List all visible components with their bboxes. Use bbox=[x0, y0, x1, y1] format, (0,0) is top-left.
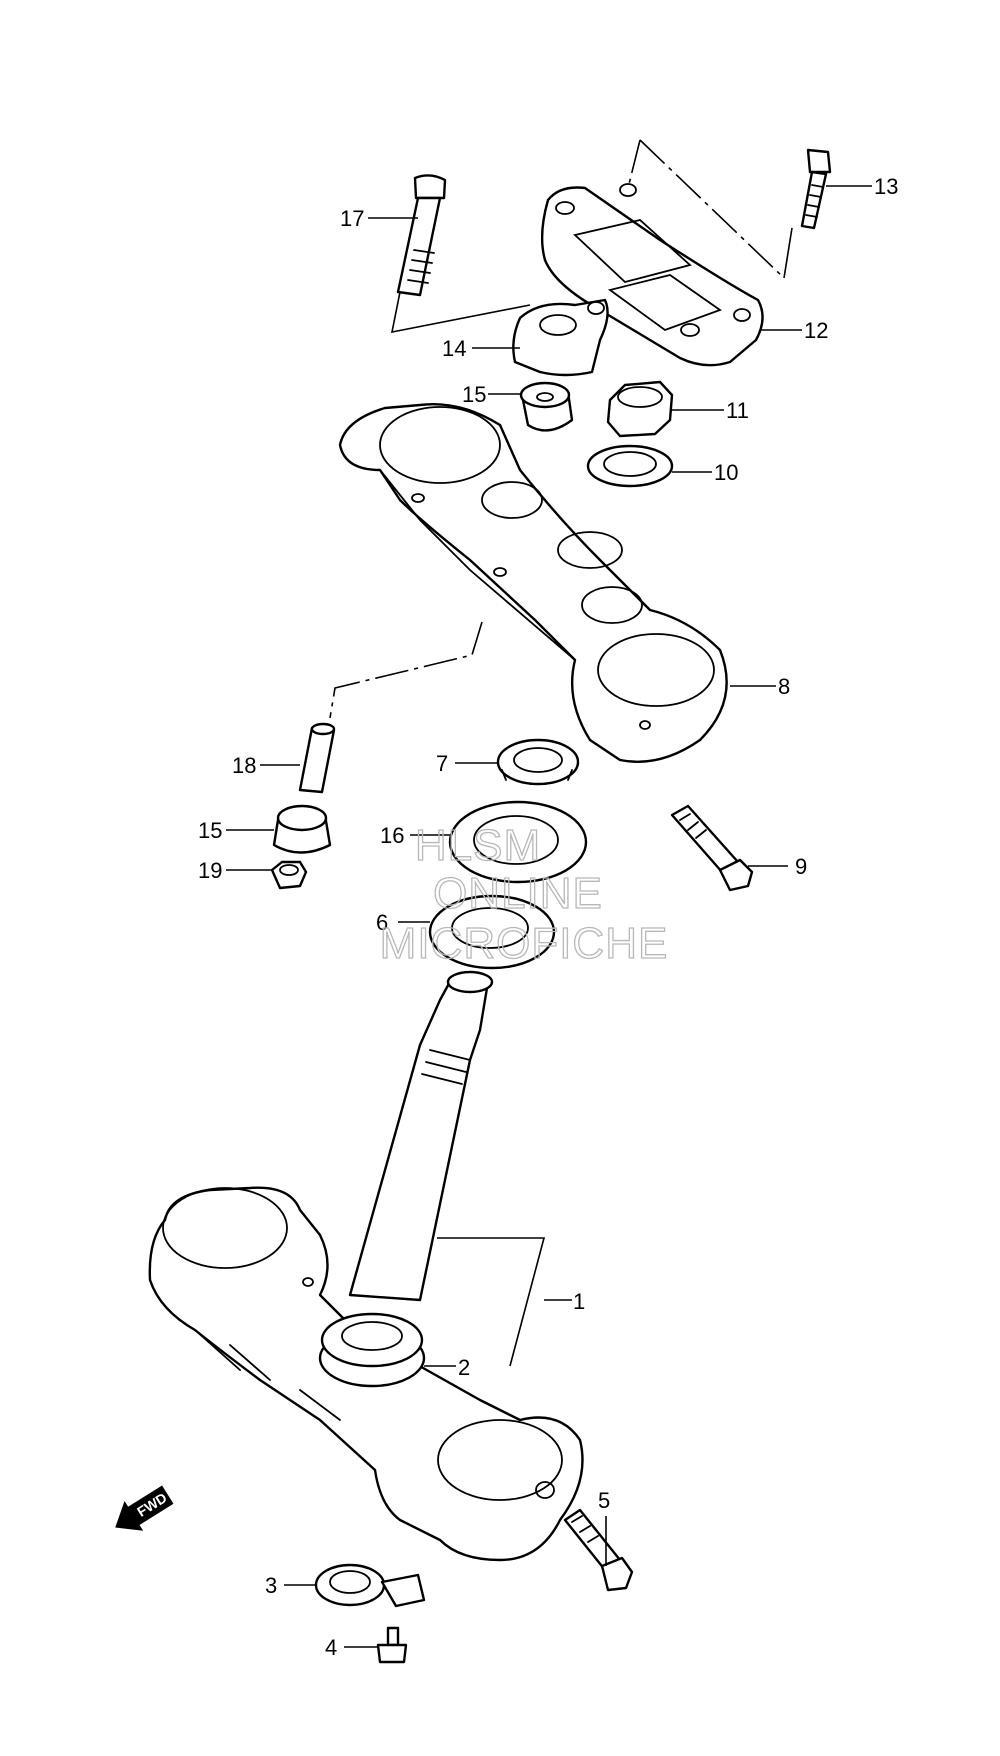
callout-labels: 1 2 3 4 5 6 7 8 9 10 11 12 13 14 15 16 1… bbox=[198, 174, 898, 1660]
bracket-12-13b bbox=[639, 139, 785, 279]
watermark: HLSM ONLINE MICROFICHE bbox=[379, 820, 669, 968]
part-2-bearing-lower bbox=[318, 1312, 426, 1388]
part-17-bolt bbox=[396, 174, 447, 297]
callout-7: 7 bbox=[436, 751, 448, 776]
part-19-nut bbox=[270, 860, 308, 890]
callout-18: 18 bbox=[232, 753, 256, 778]
part-9-bolt bbox=[670, 804, 754, 892]
watermark-line-1: HLSM bbox=[415, 821, 541, 870]
part-13-bolt bbox=[800, 148, 832, 230]
callout-9: 9 bbox=[795, 854, 807, 879]
part-5-bolt bbox=[563, 1508, 634, 1592]
bracket-12-13c bbox=[783, 227, 793, 279]
callout-2: 2 bbox=[458, 1355, 470, 1380]
part-10-washer bbox=[586, 444, 674, 488]
callout-13: 13 bbox=[874, 174, 898, 199]
callout-15-lower: 15 bbox=[198, 818, 222, 843]
callout-3: 3 bbox=[265, 1573, 277, 1598]
part-15-cushion-upper bbox=[519, 381, 574, 432]
callout-14: 14 bbox=[442, 336, 466, 361]
bracket-8-18 bbox=[329, 621, 483, 719]
part-1-steering-stem bbox=[148, 970, 584, 1562]
callout-5: 5 bbox=[598, 1488, 610, 1513]
part-16-dust-seal bbox=[448, 800, 588, 884]
part-4-screw bbox=[376, 1626, 408, 1664]
callout-17: 17 bbox=[340, 206, 364, 231]
callout-19: 19 bbox=[198, 858, 222, 883]
bracket-12-13 bbox=[627, 139, 641, 189]
callout-10: 10 bbox=[714, 460, 738, 485]
watermark-line-2: ONLINE bbox=[433, 869, 603, 918]
callout-15-upper: 15 bbox=[462, 382, 486, 407]
watermark-line-3: MICROFICHE bbox=[380, 919, 669, 968]
callout-11: 11 bbox=[726, 398, 749, 423]
part-8-steering-bracket-upper bbox=[338, 403, 728, 763]
callout-12: 12 bbox=[804, 318, 828, 343]
part-14-handlebar-holder-lower bbox=[512, 298, 609, 377]
bracket-17-14 bbox=[390, 291, 531, 334]
callout-4: 4 bbox=[325, 1635, 337, 1660]
leader-lines bbox=[226, 185, 872, 1648]
part-15-cushion-lower bbox=[272, 804, 332, 854]
part-3-clamp bbox=[314, 1563, 426, 1608]
fwd-arrow-icon: FWD bbox=[115, 1485, 174, 1531]
part-7-steering-stem-nut bbox=[496, 738, 580, 786]
callout-1: 1 bbox=[573, 1289, 585, 1314]
part-18-pipe bbox=[298, 722, 336, 794]
callout-6: 6 bbox=[376, 910, 388, 935]
callout-16: 16 bbox=[380, 823, 404, 848]
bracket-1 bbox=[437, 1237, 546, 1367]
callout-8: 8 bbox=[778, 674, 790, 699]
part-6-bearing bbox=[428, 894, 556, 970]
part-11-nut bbox=[606, 380, 674, 438]
part-12-handlebar-holder-upper bbox=[540, 183, 764, 367]
